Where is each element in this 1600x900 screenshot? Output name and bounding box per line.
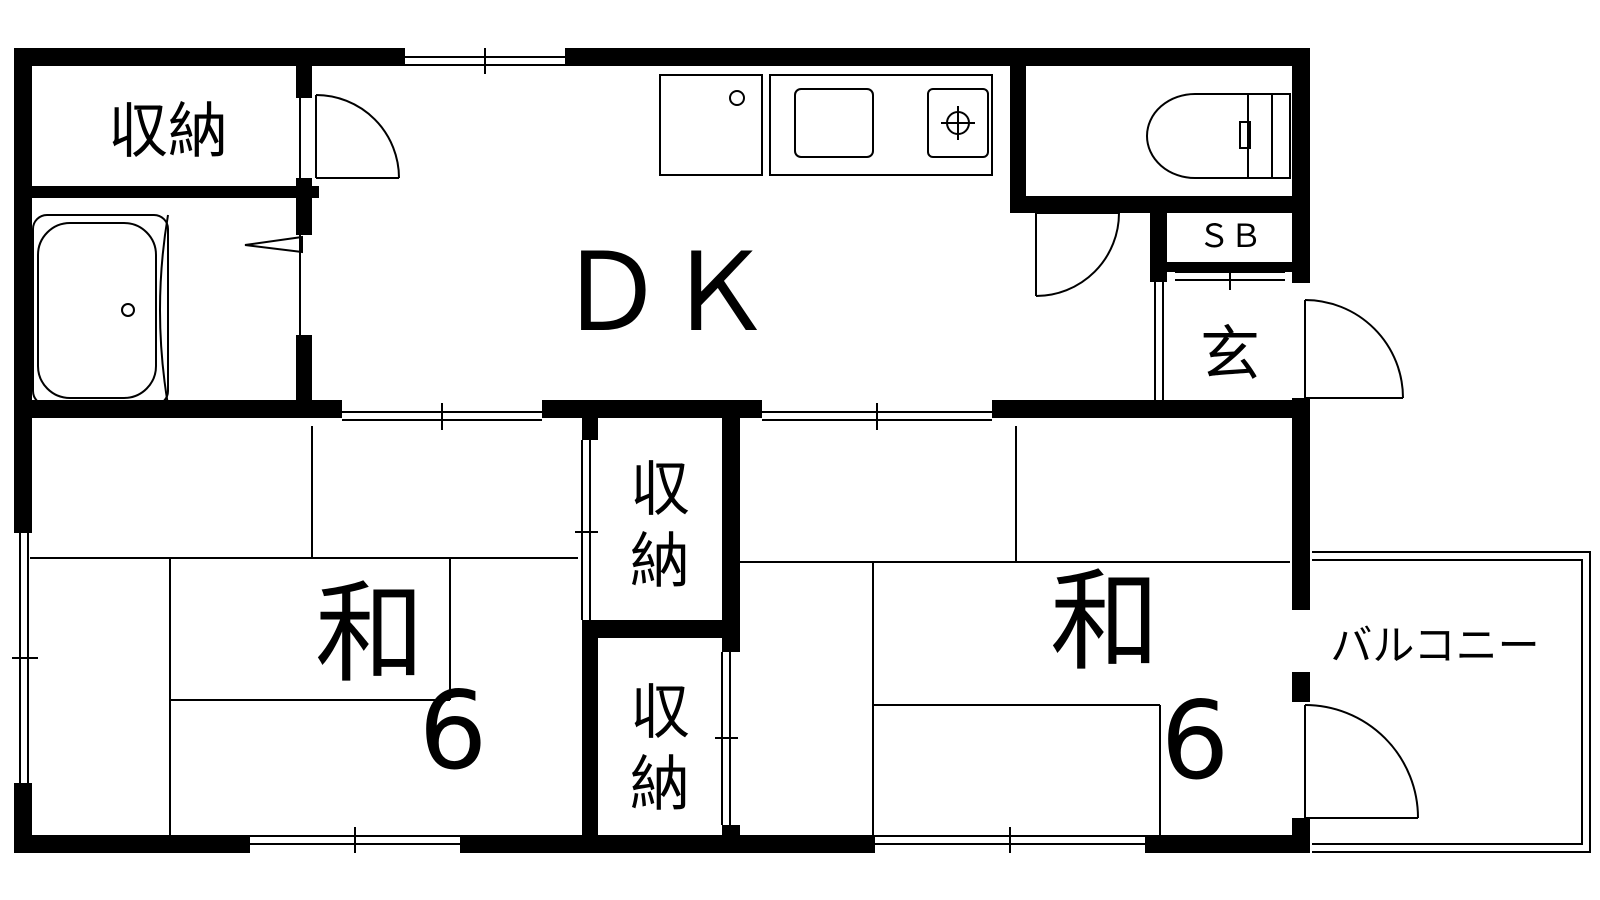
storage-mid-lower-line1: 収: [630, 678, 690, 748]
thin-lines: [12, 48, 1591, 853]
storage-mid-upper-line2: 納: [630, 527, 690, 597]
walls: [14, 48, 1310, 853]
genkan-label: 玄: [1200, 320, 1260, 390]
washitsu-right-name: 和: [1050, 558, 1160, 686]
storage-top-left-label: 収納: [108, 97, 228, 167]
room-labels: 収納 ＤＫ ＳＢ 玄 和 6 和 6 収 納 収 納 バルコニー: [108, 97, 1540, 820]
storage-mid-upper-line1: 収: [630, 455, 690, 525]
toilet-icon: [1146, 93, 1291, 179]
storage-mid-lower-line2: 納: [630, 750, 690, 820]
sb-label: ＳＢ: [1198, 217, 1262, 255]
bathtub-icon: [32, 214, 169, 406]
dk-label: ＤＫ: [557, 231, 773, 356]
washitsu-right-size: 6: [1161, 679, 1230, 804]
balcony-label: バルコニー: [1330, 621, 1539, 670]
washitsu-left-size: 6: [419, 669, 488, 794]
sink-icon: [769, 74, 993, 176]
refrigerator-space-icon: [659, 74, 763, 176]
washitsu-left-name: 和: [315, 570, 425, 698]
stove-icon: [927, 88, 989, 158]
